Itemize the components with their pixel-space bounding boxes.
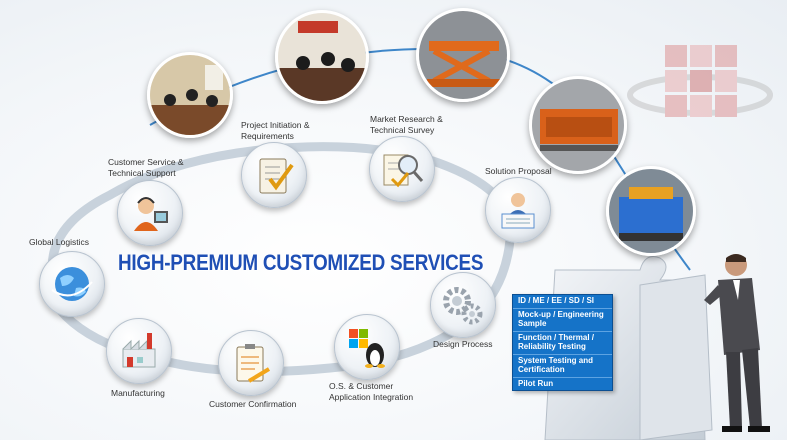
- diagram-title: HIGH-PREMIUM CUSTOMIZED SERVICES: [118, 250, 484, 275]
- label-global-logistics: Global Logistics: [29, 237, 90, 247]
- design-detail-item: Function / Thermal / Reliability Testing: [513, 332, 612, 355]
- label-os-integration: O.S. & Customer Application Integration: [329, 381, 414, 402]
- label-customer-service: Customer Service & Technical Support: [108, 157, 184, 178]
- design-details-panel: ID / ME / EE / SD / SI Mock-up / Enginee…: [512, 294, 613, 391]
- platform-photo: [529, 76, 627, 174]
- label-design-process: Design Process: [433, 339, 493, 349]
- presenter-icon: [501, 193, 535, 229]
- businessman-figure: [704, 254, 770, 432]
- cube-logo-watermark: [627, 45, 773, 117]
- step-solution-proposal[interactable]: [485, 177, 551, 243]
- label-customer-confirmation: Customer Confirmation: [209, 399, 297, 409]
- globe-icon: [51, 267, 93, 301]
- step-global-logistics[interactable]: [39, 251, 105, 317]
- label-solution-proposal: Solution Proposal: [485, 166, 552, 176]
- meeting-photo: [147, 52, 233, 138]
- step-customer-confirmation[interactable]: [218, 330, 284, 396]
- factory-icon: [122, 333, 156, 368]
- gears-icon: [443, 287, 483, 325]
- label-market-research: Market Research & Technical Survey: [370, 114, 443, 135]
- step-manufacturing[interactable]: [106, 318, 172, 384]
- step-os-integration[interactable]: [334, 314, 400, 380]
- label-manufacturing: Manufacturing: [111, 388, 165, 398]
- step-project-initiation[interactable]: [241, 142, 307, 208]
- lift-table-photo: [416, 8, 510, 102]
- clipboard-pencil-icon: [236, 344, 271, 383]
- label-project-initiation: Project Initiation & Requirements: [241, 120, 310, 141]
- step-market-research[interactable]: [369, 136, 435, 202]
- step-design-process[interactable]: [430, 272, 496, 338]
- conference-photo: [275, 10, 369, 104]
- checklist-icon: [259, 158, 294, 194]
- os-logos-icon: [349, 329, 385, 368]
- design-detail-item: Mock-up / Engineering Sample: [513, 309, 612, 332]
- step-customer-service[interactable]: [117, 180, 183, 246]
- design-detail-item: ID / ME / EE / SD / SI: [513, 295, 612, 309]
- blue-machine-photo: [606, 166, 696, 256]
- support-agent-icon: [134, 197, 168, 231]
- design-detail-item: Pilot Run: [518, 378, 554, 388]
- magnifier-document-icon: [383, 154, 424, 188]
- design-detail-item: System Testing and Certification: [513, 355, 612, 378]
